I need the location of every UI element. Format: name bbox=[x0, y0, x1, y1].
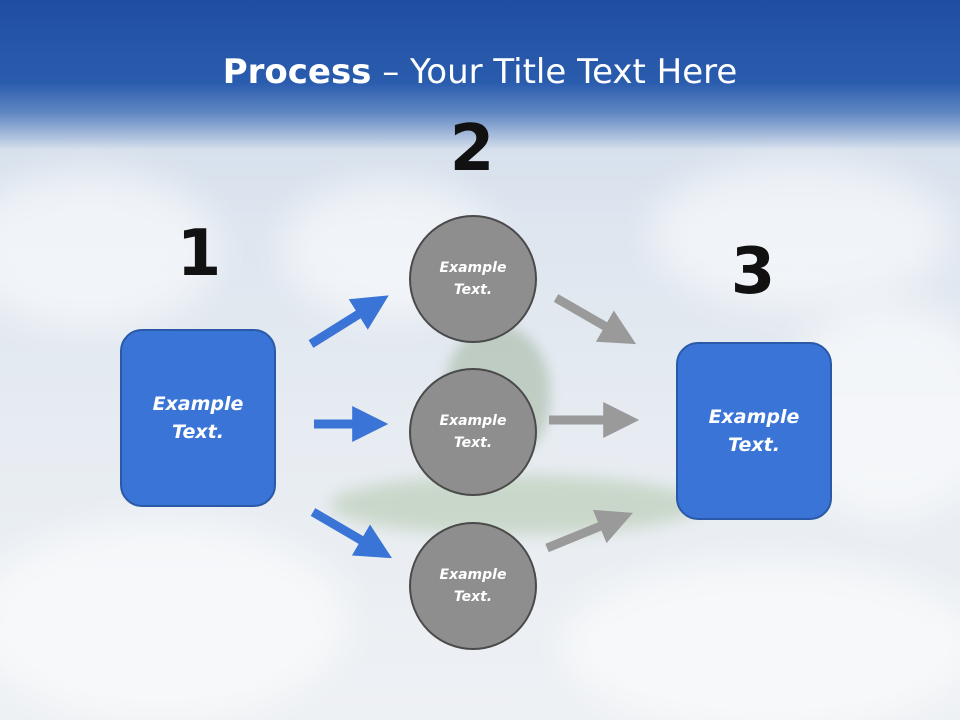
step-2-number: 2 bbox=[449, 112, 495, 186]
arrow-1-to-top bbox=[308, 295, 389, 348]
cloud bbox=[0, 170, 220, 330]
arrow-1-to-bottom bbox=[310, 508, 392, 559]
cloud bbox=[650, 160, 950, 310]
step-2-circle-top[interactable]: Example Text. bbox=[409, 215, 537, 343]
arrow-bottom-to-3 bbox=[545, 509, 633, 553]
step-2-circle-middle[interactable]: Example Text. bbox=[409, 368, 537, 496]
step-1-number: 1 bbox=[176, 217, 222, 291]
title-bold: Process bbox=[222, 52, 372, 92]
circle-top-text: Example Text. bbox=[439, 259, 507, 298]
cloud bbox=[0, 520, 350, 720]
arrow-top-to-3 bbox=[553, 294, 637, 345]
title-rest: – Your Title Text Here bbox=[371, 52, 738, 92]
cloud bbox=[560, 560, 960, 720]
step-1-box[interactable]: Example Text. bbox=[120, 329, 276, 507]
slide-title: Process – Your Title Text Here bbox=[0, 52, 960, 92]
step-1-box-text: Example Text. bbox=[152, 392, 244, 444]
title-banner: Process – Your Title Text Here bbox=[0, 0, 960, 150]
step-2-circle-bottom[interactable]: Example Text. bbox=[409, 522, 537, 650]
circle-middle-text: Example Text. bbox=[439, 412, 507, 451]
step-3-number: 3 bbox=[730, 235, 776, 309]
circle-bottom-text: Example Text. bbox=[439, 566, 507, 605]
step-3-box[interactable]: Example Text. bbox=[676, 342, 832, 520]
step-3-box-text: Example Text. bbox=[708, 405, 800, 457]
